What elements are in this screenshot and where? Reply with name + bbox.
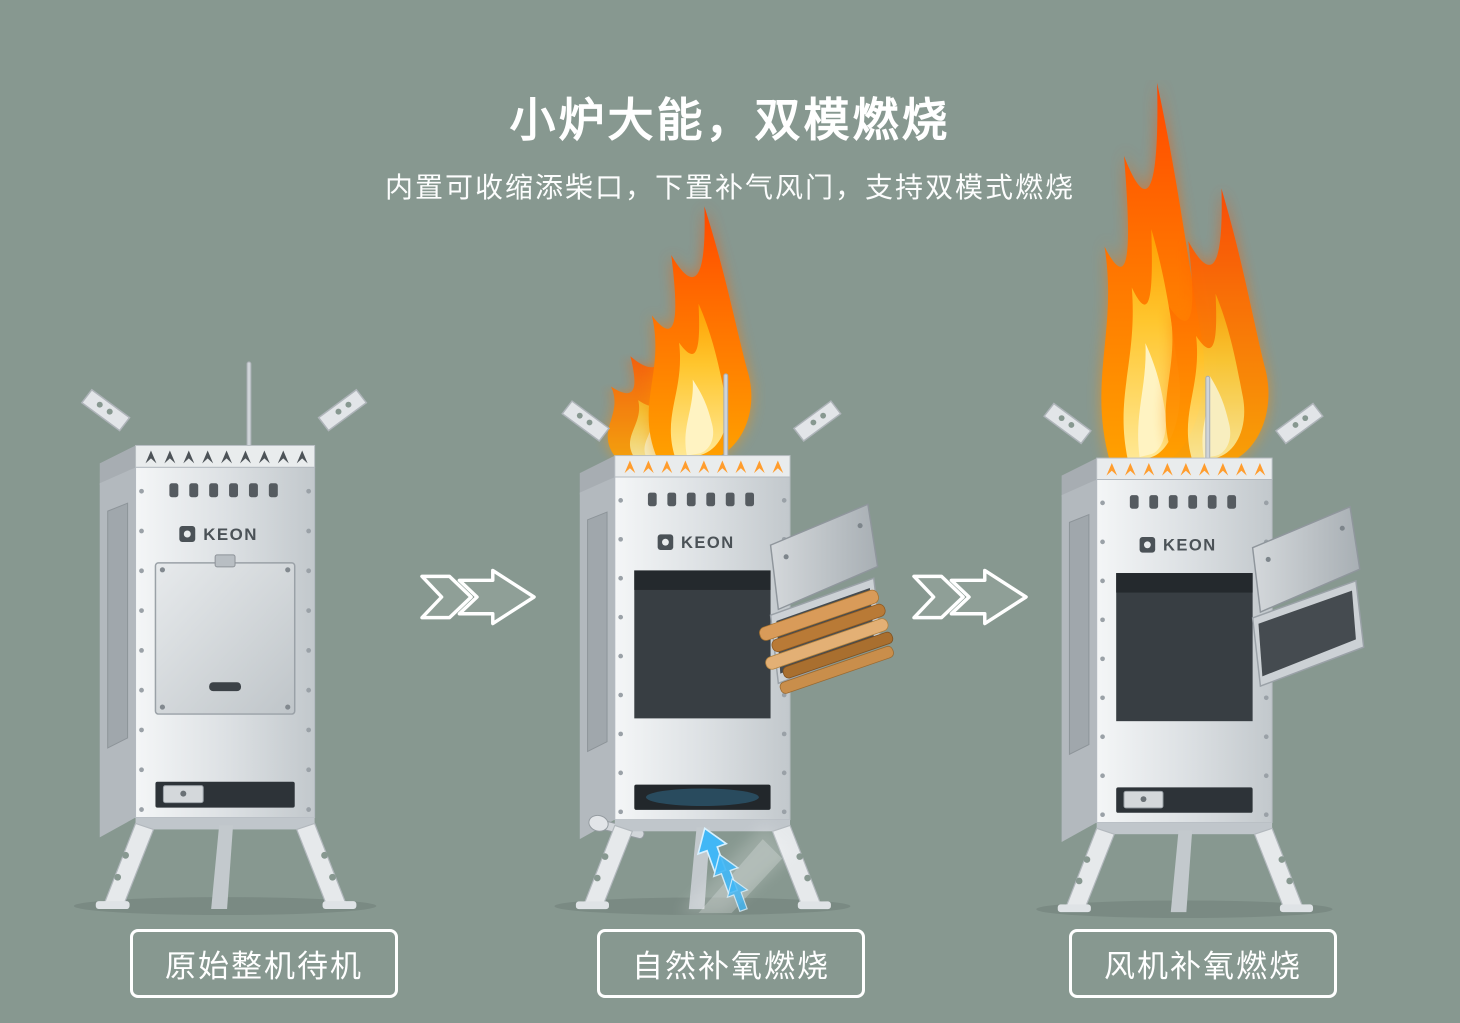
feed-door-open [1116,505,1365,722]
pot-support-arms [80,361,368,450]
feed-door-closed [154,554,296,715]
stove-crown [1061,457,1273,498]
feed-door-lid [1251,505,1361,614]
stove-illustration: KEON [554,206,894,915]
air-damper [1116,787,1253,813]
flow-arrow-icon [420,566,538,628]
flame-icon [648,206,752,464]
svg-text:KEON: KEON [681,533,735,552]
brand-logo: KEON [1139,536,1217,555]
feed-door-lid [769,503,879,611]
air-damper [155,781,295,808]
air-intake-open [588,784,771,839]
caption-fan-burn: 风机补氧燃烧 [1069,929,1337,998]
caption-natural-burn: 自然补氧燃烧 [597,929,865,998]
stove-fan-burn-image: KEON [980,80,1420,918]
svg-text:KEON: KEON [1163,536,1217,555]
caption-standby: 原始整机待机 [130,929,398,998]
svg-text:KEON: KEON [203,525,258,544]
pot-support-arms [1043,375,1324,463]
flow-arrow-icon [912,566,1030,628]
stove-legs [1057,822,1314,913]
stove-legs [95,817,357,910]
stove-side-panel [1061,479,1097,842]
stove-crown [99,444,316,486]
stove-crown [579,455,791,495]
stove-side-panel [579,477,615,840]
page-subtitle: 内置可收缩添柴口，下置补气风门，支持双模式燃烧 [384,172,1075,203]
airflow [679,823,794,914]
stove-side-panel [99,467,136,838]
firewood [759,589,894,694]
pot-support-arms [561,373,842,460]
brand-logo: KEON [657,533,735,552]
stove-illustration: KEON [73,361,377,915]
page-title: 小炉大能，双模燃烧 [509,94,951,146]
airflow-arrow-icon [726,877,749,913]
feed-door-open [634,503,894,719]
stove-illustration: KEON [1036,82,1365,918]
flame-icon [1165,188,1269,467]
stove-natural-burn-image: KEON [518,185,918,915]
stove-standby-image: KEON [52,358,430,915]
brand-logo: KEON [179,525,258,544]
